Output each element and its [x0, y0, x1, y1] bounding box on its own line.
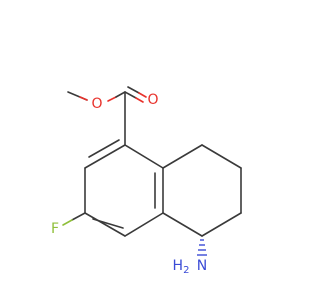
bond-ar-4 — [124, 212, 164, 237]
bond-ar-6 — [124, 144, 164, 169]
bond-o-carbonylC — [115, 91, 126, 98]
bond-sat-5 — [162, 212, 203, 237]
bond-c-o-double-2-red — [138, 92, 147, 98]
bond-ar-1 — [84, 144, 126, 169]
bond-ar-3 — [84, 212, 126, 237]
ester-oxygen-label: O — [91, 96, 102, 112]
bond-sat-2 — [201, 144, 242, 169]
fluorine-label: F — [51, 221, 59, 237]
bond-c-f — [71, 212, 86, 221]
bond-sat-4 — [201, 212, 242, 237]
bond-c-o-double-1-red — [135, 97, 144, 103]
bond-methyl-o-red — [79, 96, 88, 101]
bond-c-o-double-2 — [127, 86, 140, 94]
hashed-wedge-bond — [197, 239, 207, 256]
bond-ar-3-inner — [92, 218, 124, 229]
molecule-diagram: O O F N H2 — [51, 86, 242, 276]
structure-svg: O O F N H2 — [51, 86, 242, 276]
carbonyl-oxygen-label: O — [147, 92, 158, 108]
amine-n-label: N — [197, 258, 207, 274]
bond-sat-1 — [162, 144, 203, 169]
amine-h2-label: H2 — [173, 258, 190, 276]
bond-ar-1-inner — [88, 139, 120, 158]
bond-o-carbonylC-red — [107, 96, 117, 102]
bond-c-f-green — [62, 219, 73, 226]
bond-c-o-double-1 — [124, 91, 137, 99]
